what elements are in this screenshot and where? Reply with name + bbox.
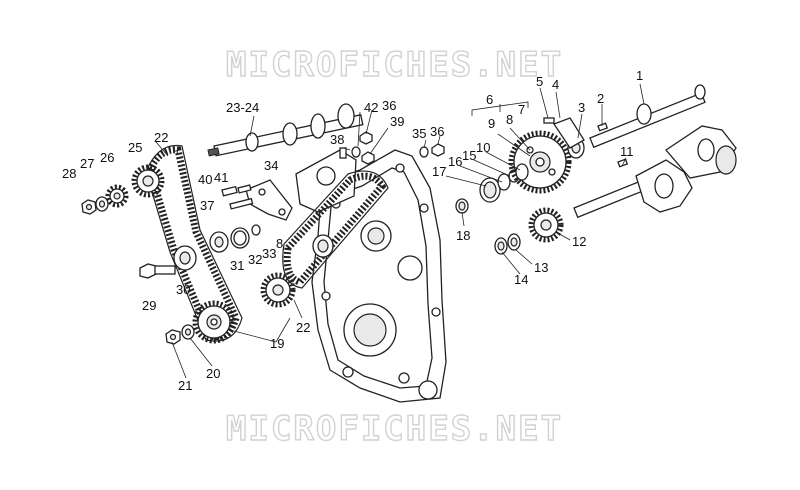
callout-36-right: 36 bbox=[430, 124, 444, 139]
leader-lines bbox=[155, 83, 645, 379]
callout-12: 12 bbox=[572, 234, 586, 249]
callout-40: 40 bbox=[198, 172, 212, 187]
bolt-37 bbox=[229, 197, 254, 210]
gear-12 bbox=[528, 207, 564, 243]
bushing-16 bbox=[497, 173, 511, 191]
nut-21 bbox=[165, 329, 181, 345]
callout-1: 1 bbox=[636, 68, 643, 83]
ring-10 bbox=[515, 163, 529, 181]
callout-18: 18 bbox=[456, 228, 470, 243]
pulley-22 bbox=[260, 272, 296, 308]
callout-23-24: 23-24 bbox=[226, 100, 259, 115]
callout-34: 34 bbox=[264, 158, 278, 173]
key-2 bbox=[597, 122, 609, 132]
gear-26 bbox=[105, 184, 129, 208]
timing-belt-centre bbox=[282, 170, 389, 289]
callout-31: 31 bbox=[230, 258, 244, 273]
washer-33 bbox=[251, 224, 261, 236]
bolt-38 bbox=[339, 147, 347, 159]
nut-36a bbox=[361, 151, 375, 165]
bolt-29 bbox=[139, 263, 176, 279]
bolt-40 bbox=[221, 185, 238, 197]
pulley-19 bbox=[192, 300, 236, 344]
callout-39: 39 bbox=[390, 114, 404, 129]
callout-15: 15 bbox=[462, 148, 476, 163]
callout-29: 29 bbox=[142, 298, 156, 313]
callout-30: 30 bbox=[176, 282, 190, 297]
washer-14 bbox=[494, 237, 508, 255]
washer-20 bbox=[181, 324, 195, 340]
nut-28 bbox=[81, 199, 97, 215]
shaft-1 bbox=[589, 84, 706, 149]
callout-9: 9 bbox=[488, 116, 495, 131]
bolt-5 bbox=[543, 117, 555, 124]
washer-39 bbox=[351, 146, 361, 158]
bearing-17 bbox=[479, 177, 501, 203]
timing-belt-left bbox=[145, 144, 243, 342]
callout-3: 3 bbox=[578, 100, 585, 115]
callout-25: 25 bbox=[128, 140, 142, 155]
callout-32: 32 bbox=[248, 252, 262, 267]
crankshaft bbox=[573, 125, 737, 219]
callout-41: 41 bbox=[214, 170, 228, 185]
callout-37: 37 bbox=[200, 198, 214, 213]
callout-14: 14 bbox=[514, 272, 528, 287]
callout-36-top: 36 bbox=[382, 98, 396, 113]
watermark-bottom: MICROFICHES.NET bbox=[226, 409, 563, 449]
callout-19: 19 bbox=[270, 336, 284, 351]
callout-42: 42 bbox=[364, 100, 378, 115]
gear-9 bbox=[508, 130, 572, 194]
callout-8-right: 8 bbox=[506, 112, 513, 127]
watermark-top: MICROFICHES.NET bbox=[226, 45, 563, 85]
ring-32 bbox=[230, 227, 250, 249]
pulley-25 bbox=[131, 164, 165, 198]
callout-38: 38 bbox=[330, 132, 344, 147]
callout-11: 11 bbox=[620, 144, 634, 159]
seal-18 bbox=[455, 198, 469, 214]
seal-31 bbox=[209, 231, 229, 253]
key-11 bbox=[617, 158, 629, 168]
callout-8-left: 8 bbox=[276, 236, 283, 251]
bolt-41 bbox=[237, 184, 252, 194]
callout-20: 20 bbox=[206, 366, 220, 381]
timing-cover bbox=[295, 149, 447, 403]
bracket-34 bbox=[245, 179, 293, 221]
callout-7: 7 bbox=[518, 102, 525, 117]
callout-4: 4 bbox=[552, 77, 559, 92]
washer-27 bbox=[95, 196, 109, 212]
callout-16: 16 bbox=[448, 154, 462, 169]
callout-33: 33 bbox=[262, 246, 276, 261]
nut-36b bbox=[431, 143, 445, 157]
callout-10: 10 bbox=[476, 140, 490, 155]
washer-35 bbox=[419, 146, 429, 158]
callout-2: 2 bbox=[597, 91, 604, 106]
callout-35: 35 bbox=[412, 126, 426, 141]
callout-26: 26 bbox=[100, 150, 114, 165]
callout-22-bottom: 22 bbox=[296, 320, 310, 335]
callout-21: 21 bbox=[178, 378, 192, 393]
callout-27: 27 bbox=[80, 156, 94, 171]
callout-17: 17 bbox=[432, 164, 446, 179]
callout-22-top: 22 bbox=[154, 130, 168, 145]
idler-roller bbox=[312, 234, 334, 258]
callout-13: 13 bbox=[534, 260, 548, 275]
washer-13 bbox=[507, 233, 521, 251]
callout-28: 28 bbox=[62, 166, 76, 181]
tensioner-pulley-30 bbox=[173, 245, 197, 271]
camshaft-23-24 bbox=[207, 103, 364, 157]
nut-42 bbox=[359, 131, 373, 145]
callout-5: 5 bbox=[536, 74, 543, 89]
plate-4 bbox=[553, 117, 585, 149]
callout-labels: 1 2 3 4 5 6 7 8 8 9 10 11 12 13 14 15 16… bbox=[62, 68, 643, 393]
callout-6: 6 bbox=[486, 92, 493, 107]
